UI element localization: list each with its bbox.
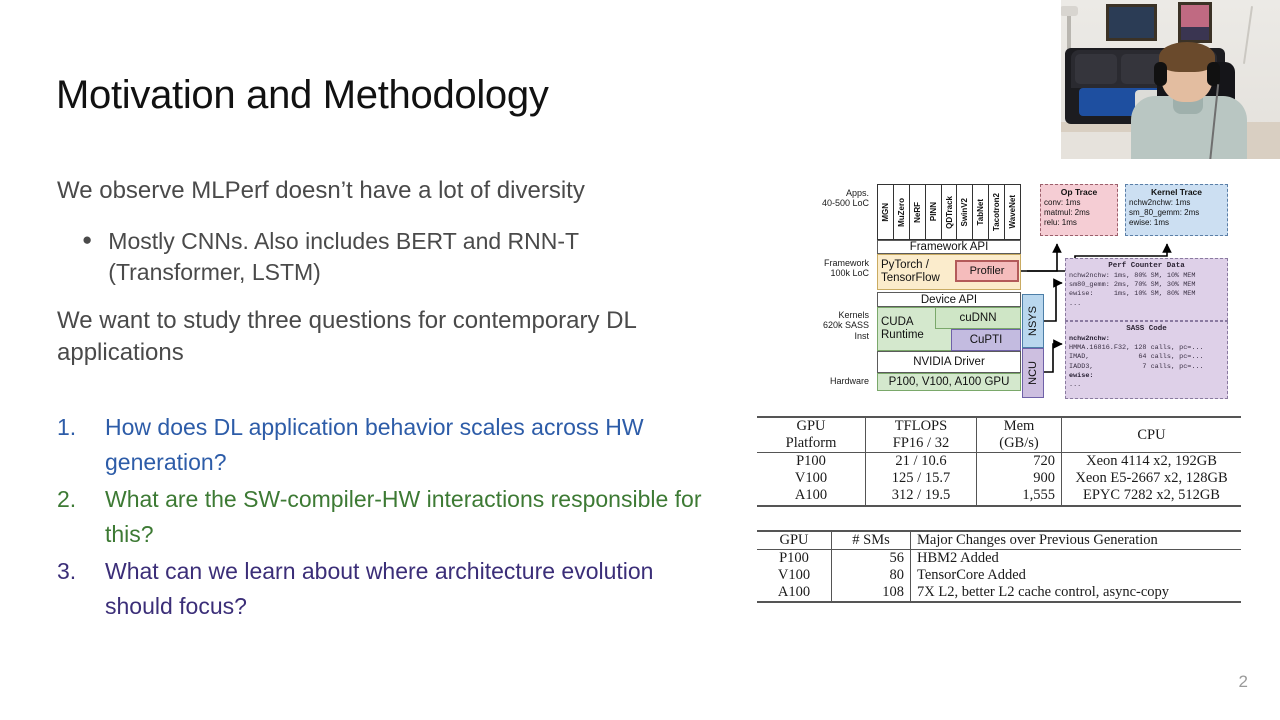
figure-nvidia-driver-band: NVIDIA Driver [877, 351, 1021, 373]
webcam-headphone-right-cup-icon [1207, 62, 1220, 86]
figure-row-label-framework: Framework 100k LoC [823, 258, 869, 279]
figure-row-label-hardware: Hardware [829, 376, 869, 386]
table-row: A100 108 7X L2, better L2 cache control,… [757, 584, 1241, 603]
table-row: V100 125 / 15.7 900 Xeon E5-2667 x2, 128… [757, 470, 1241, 488]
system-stack-figure: Apps. 40-500 LoC Framework 100k LoC Kern… [757, 182, 1253, 622]
bullet-dot-icon: ● [82, 230, 93, 249]
questions-list: 1. How does DL application behavior scal… [57, 410, 717, 626]
app-cell-swinv2: SwinV2 [957, 185, 974, 239]
app-cell-mgn: MGN [878, 185, 894, 239]
webcam-person-hair [1159, 42, 1215, 72]
page-title: Motivation and Methodology [56, 73, 549, 117]
table-gpu-spec-header-row-1: GPU TFLOPS Mem CPU [757, 417, 1241, 453]
webcam-bottom-edge [1061, 159, 1280, 166]
figure-framework-api-band: Framework API [877, 240, 1021, 254]
table-gpu-spec-header-row-2: Platform FP16 / 32 (GB/s) [757, 435, 1241, 453]
figure-nsys-bar: NSYS [1022, 294, 1044, 348]
webcam-headphone-left-cup-icon [1154, 62, 1167, 86]
figure-cupti-box: CuPTI [951, 329, 1021, 351]
table-gpu-changes-header-row: GPU # SMs Major Changes over Previous Ge… [757, 531, 1241, 550]
question-3-number: 3. [57, 557, 77, 584]
figure-row-label-apps: Apps. 40-500 LoC [821, 188, 869, 209]
question-item-1: 1. How does DL application behavior scal… [57, 410, 717, 480]
figure-device-api-band: Device API [877, 292, 1021, 307]
question-item-3: 3. What can we learn about where archite… [57, 554, 717, 624]
question-3-text: What can we learn about where architectu… [105, 557, 654, 619]
webcam-cushion-1 [1075, 54, 1117, 84]
app-cell-tacotron2: Tacotron2 [989, 185, 1006, 239]
app-cell-pinn: PINN [926, 185, 942, 239]
table-gpu-changes: GPU # SMs Major Changes over Previous Ge… [757, 530, 1241, 603]
figure-sass-code-box: SASS Code nchw2nchw: HMMA.16816.F32, 128… [1065, 321, 1228, 399]
app-cell-muzero: MuZero [894, 185, 910, 239]
table-row: P100 21 / 10.6 720 Xeon 4114 x2, 192GB [757, 452, 1241, 471]
figure-profiler-box: Profiler [955, 260, 1019, 282]
bullet-item-1: ● Mostly CNNs. Also includes BERT and RN… [82, 226, 722, 288]
figure-apps-row: MGN MuZero NeRF PINN QDTrack SwinV2 TabN… [877, 184, 1021, 240]
table-row: P100 56 HBM2 Added [757, 549, 1241, 568]
bullet-item-1-label: Mostly CNNs. Also includes BERT and RNN-… [108, 228, 579, 286]
table-gpu-spec: GPU TFLOPS Mem CPU Platform FP16 / 32 (G… [757, 416, 1241, 507]
webcam-floor-lamp [1061, 6, 1078, 76]
figure-op-trace-box: Op Trace conv: 1ms matmul: 2ms relu: 1ms [1040, 184, 1118, 236]
table-row: V100 80 TensorCore Added [757, 567, 1241, 585]
app-cell-qdtrack: QDTrack [942, 185, 958, 239]
question-1-number: 1. [57, 414, 77, 440]
webcam-wall-picture-2 [1178, 2, 1212, 43]
app-cell-wavenet: WaveNet [1008, 195, 1018, 229]
app-cell-tabnet: TabNet [973, 185, 990, 239]
question-1-text: How does DL application behavior scales … [105, 414, 644, 475]
page-number: 2 [1238, 672, 1248, 691]
webcam-wall-picture-1 [1106, 4, 1157, 41]
webcam-video-overlay[interactable] [1061, 0, 1280, 166]
question-2-text: What are the SW-compiler-HW interactions… [105, 485, 702, 547]
figure-kernel-trace-box: Kernel Trace nchw2nchw: 1ms sm_80_gemm: … [1125, 184, 1228, 236]
question-item-2: 2. What are the SW-compiler-HW interacti… [57, 482, 717, 552]
app-cell-nerf: NeRF [910, 185, 926, 239]
lead-paragraph-1: We observe MLPerf doesn’t have a lot of … [57, 177, 585, 204]
figure-ncu-bar: NCU [1022, 348, 1044, 398]
figure-row-label-kernels: Kernels 620k SASS Inst [822, 310, 869, 341]
figure-perf-counter-box: Perf Counter Data nchw2nchw: 1ms, 80% SM… [1065, 258, 1228, 321]
question-2-number: 2. [57, 485, 77, 512]
figure-hardware-box: P100, V100, A100 GPU [877, 373, 1021, 391]
table-row: A100 312 / 19.5 1,555 EPYC 7282 x2, 512G… [757, 487, 1241, 506]
figure-cudnn-box: cuDNN [935, 307, 1021, 329]
lead-paragraph-2: We want to study three questions for con… [57, 307, 636, 366]
